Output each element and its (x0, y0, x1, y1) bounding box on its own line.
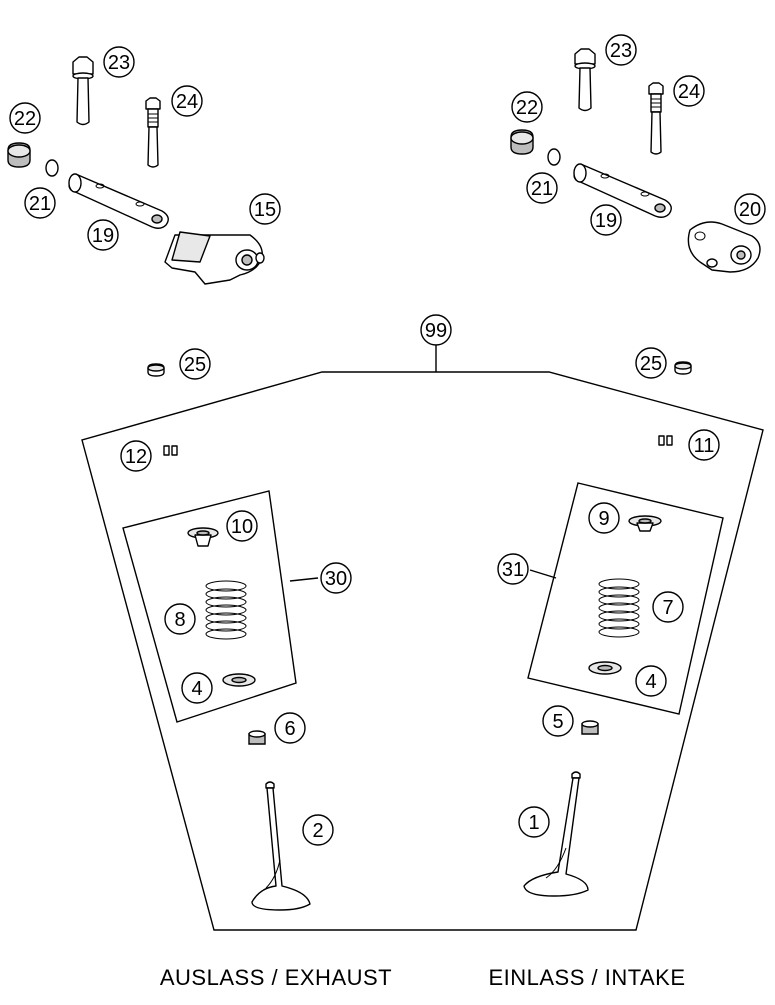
callout-25-left-label: 25 (184, 354, 206, 376)
spring-seat-4-left (222, 673, 256, 687)
callout-22-left-label: 22 (14, 108, 36, 130)
callout-20: 20 (734, 193, 766, 225)
callout-21-right: 21 (526, 172, 558, 204)
callout-19-left-label: 19 (92, 225, 114, 247)
callout-22-right: 22 (511, 91, 543, 123)
callout-23-left: 23 (103, 46, 135, 78)
plug-22-right (510, 129, 534, 155)
callout-6: 6 (274, 712, 306, 744)
plug-22-left (7, 142, 31, 168)
rocker-arm-20 (687, 221, 761, 273)
callout-10: 10 (226, 510, 258, 542)
callout-20-label: 20 (739, 199, 761, 221)
bolt-24-right (648, 82, 664, 155)
callout-7: 7 (652, 591, 684, 623)
bolt-24-left (145, 97, 161, 168)
leader-30 (289, 577, 319, 582)
shim-25-right (674, 361, 692, 375)
callout-99: 99 (420, 314, 452, 346)
assembly-30-frame (122, 490, 297, 723)
assembly-99-frame (81, 371, 764, 931)
callout-2-label: 2 (312, 820, 323, 842)
callout-99-label: 99 (425, 320, 447, 342)
callout-6-label: 6 (284, 718, 295, 740)
callout-8: 8 (164, 603, 196, 635)
o-ring-21-right (547, 148, 561, 166)
callout-1: 1 (518, 806, 550, 838)
bolt-23-left (72, 56, 94, 126)
callout-1-label: 1 (528, 812, 539, 834)
valve-stem-seal-6 (248, 730, 266, 745)
intake-caption: EINLASS / INTAKE (488, 965, 685, 990)
assembly-31-frame (527, 482, 724, 715)
callout-22-right-label: 22 (516, 97, 538, 119)
valve-spring-7 (598, 578, 640, 638)
callout-24-right: 24 (673, 75, 705, 107)
shim-25-left (147, 363, 165, 377)
bolt-23-right (574, 48, 596, 112)
callout-21-left-label: 21 (29, 193, 51, 215)
callout-9-label: 9 (598, 508, 609, 530)
callout-19-right-label: 19 (595, 210, 617, 232)
rocker-shaft-19-left (68, 173, 169, 229)
callout-9: 9 (588, 502, 620, 534)
callout-24-left: 24 (171, 85, 203, 117)
intake-valve-1 (523, 771, 589, 897)
callout-12: 12 (120, 440, 152, 472)
callout-31-label: 31 (502, 559, 524, 581)
spring-retainer-10 (187, 527, 219, 547)
o-ring-21-left (45, 159, 59, 177)
valve-stem-seal-5 (581, 720, 599, 735)
callout-25-right-label: 25 (640, 353, 662, 375)
callout-12-label: 12 (125, 446, 147, 468)
valve-spring-8 (205, 580, 247, 640)
callout-11: 11 (688, 429, 720, 461)
callout-23-right: 23 (605, 34, 637, 66)
callout-22-left: 22 (9, 102, 41, 134)
callout-21-right-label: 21 (531, 178, 553, 200)
callout-19-right: 19 (590, 204, 622, 236)
callout-23-left-label: 23 (108, 52, 130, 74)
callout-10-label: 10 (231, 516, 253, 538)
callout-2: 2 (302, 814, 334, 846)
callout-4-left: 4 (181, 672, 213, 704)
callout-8-label: 8 (174, 609, 185, 631)
valve-key-11 (658, 435, 673, 446)
callout-5: 5 (542, 705, 574, 737)
callout-15: 15 (249, 193, 281, 225)
callout-4-right-label: 4 (645, 671, 656, 693)
callout-24-left-label: 24 (176, 91, 198, 113)
callout-25-right: 25 (635, 347, 667, 379)
exhaust-caption: AUSLASS / EXHAUST (160, 965, 392, 990)
callout-25-left: 25 (179, 348, 211, 380)
valve-key-12 (163, 445, 178, 456)
callout-4-left-label: 4 (191, 678, 202, 700)
rocker-arm-15 (164, 231, 265, 285)
callout-30-label: 30 (325, 568, 347, 590)
callout-4-right: 4 (635, 665, 667, 697)
callout-24-right-label: 24 (678, 81, 700, 103)
rocker-shaft-19-right (573, 163, 672, 218)
callout-15-label: 15 (254, 199, 276, 221)
callout-30: 30 (320, 562, 352, 594)
callout-7-label: 7 (662, 597, 673, 619)
callout-19-left: 19 (87, 219, 119, 251)
callout-23-right-label: 23 (610, 40, 632, 62)
callout-11-label: 11 (694, 435, 715, 457)
callout-5-label: 5 (552, 711, 563, 733)
spring-seat-4-right (588, 661, 622, 675)
leader-31 (529, 569, 557, 579)
callout-21-left: 21 (24, 187, 56, 219)
callout-31: 31 (497, 553, 529, 585)
spring-retainer-9 (628, 515, 662, 532)
exhaust-valve-2 (251, 781, 311, 911)
